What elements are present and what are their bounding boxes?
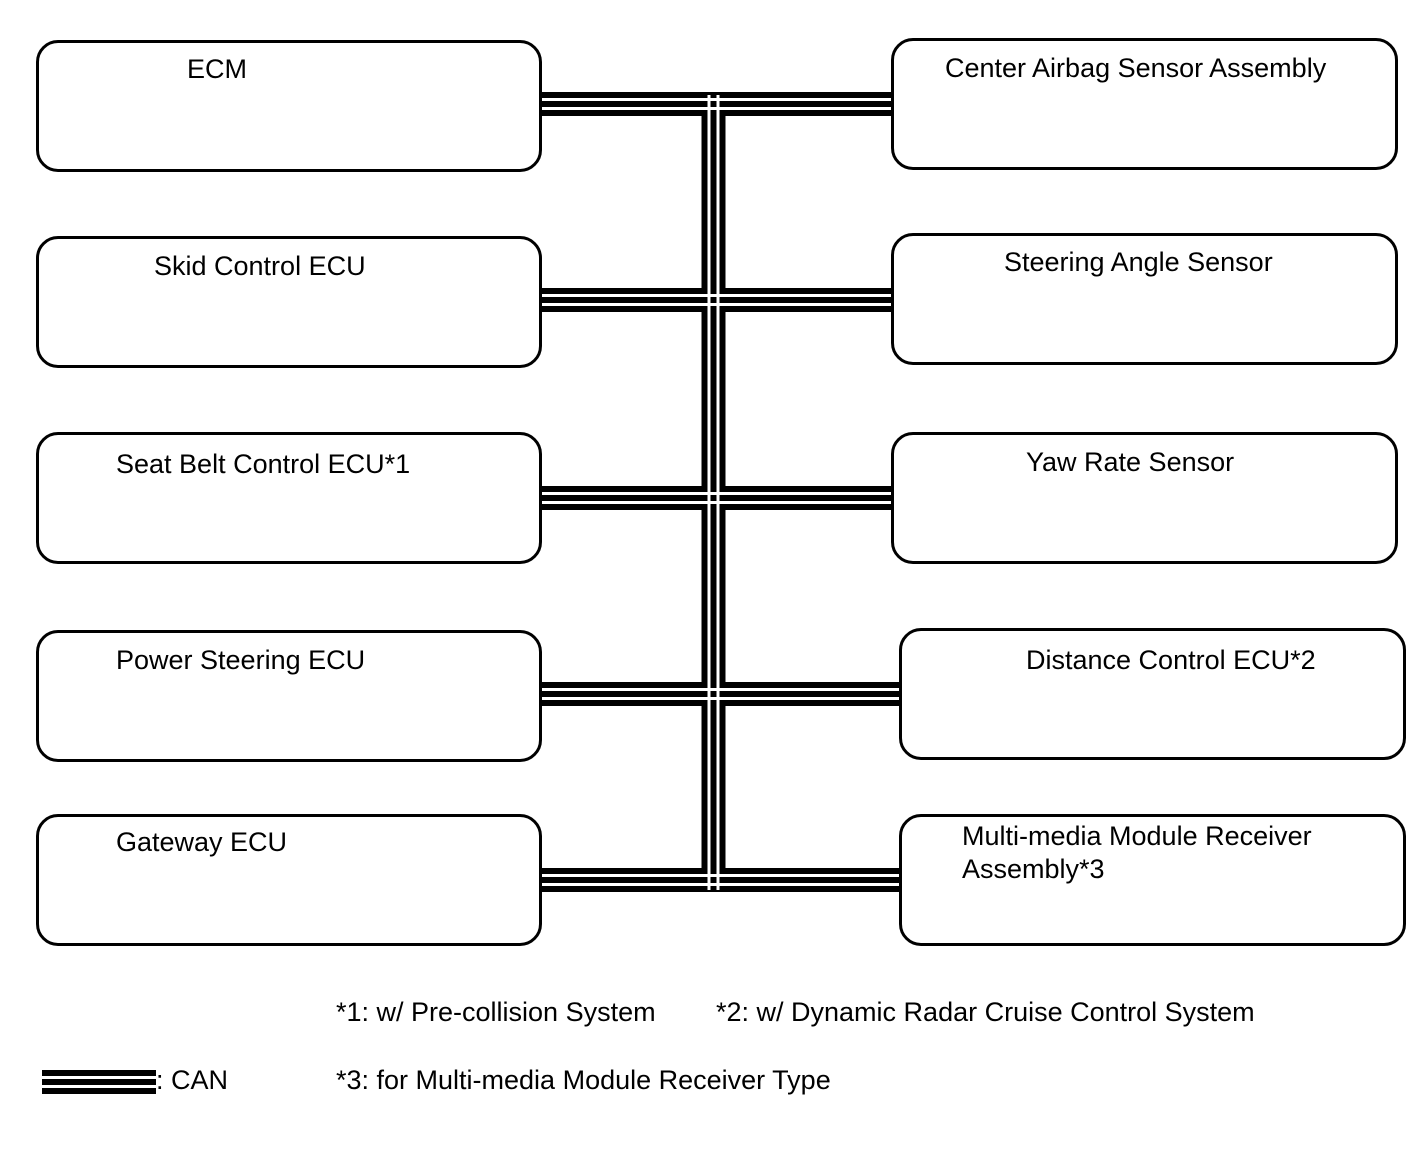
center-airbag-sensor-label: Center Airbag Sensor Assembly	[945, 53, 1327, 83]
yaw-rate-sensor-label: Yaw Rate Sensor	[1026, 447, 1235, 477]
multimedia-receiver-box	[899, 814, 1406, 946]
center-airbag-sensor-box	[891, 38, 1398, 170]
gateway-ecu-label: Gateway ECU	[116, 827, 288, 857]
power-steering-ecu-box	[36, 630, 542, 762]
gateway-ecu-box	[36, 814, 542, 946]
seat-belt-control-ecu-box	[36, 432, 542, 564]
skid-control-ecu-box	[36, 236, 542, 368]
distance-control-ecu-box	[899, 628, 1406, 760]
can-legend-label: : CAN	[156, 1065, 229, 1095]
can-legend-symbol	[42, 1070, 156, 1094]
footnote-2: *2: w/ Dynamic Radar Cruise Control Syst…	[716, 997, 1255, 1027]
multimedia-receiver-label-line2: Assembly*3	[962, 854, 1105, 884]
footnote-1: *1: w/ Pre-collision System	[336, 997, 656, 1027]
steering-angle-sensor-label: Steering Angle Sensor	[1004, 247, 1273, 277]
ecm-label: ECM	[187, 54, 247, 84]
skid-control-ecu-label: Skid Control ECU	[154, 251, 366, 281]
seat-belt-control-ecu-label: Seat Belt Control ECU*1	[116, 449, 411, 479]
distance-control-ecu-label: Distance Control ECU*2	[1026, 645, 1316, 675]
ecm-box	[36, 40, 542, 172]
footnote-3: *3: for Multi-media Module Receiver Type	[336, 1065, 831, 1095]
steering-angle-sensor-box	[891, 233, 1398, 365]
power-steering-ecu-label: Power Steering ECU	[116, 645, 366, 675]
yaw-rate-sensor-box	[891, 432, 1398, 564]
multimedia-receiver-label-line1: Multi-media Module Receiver	[962, 821, 1312, 851]
